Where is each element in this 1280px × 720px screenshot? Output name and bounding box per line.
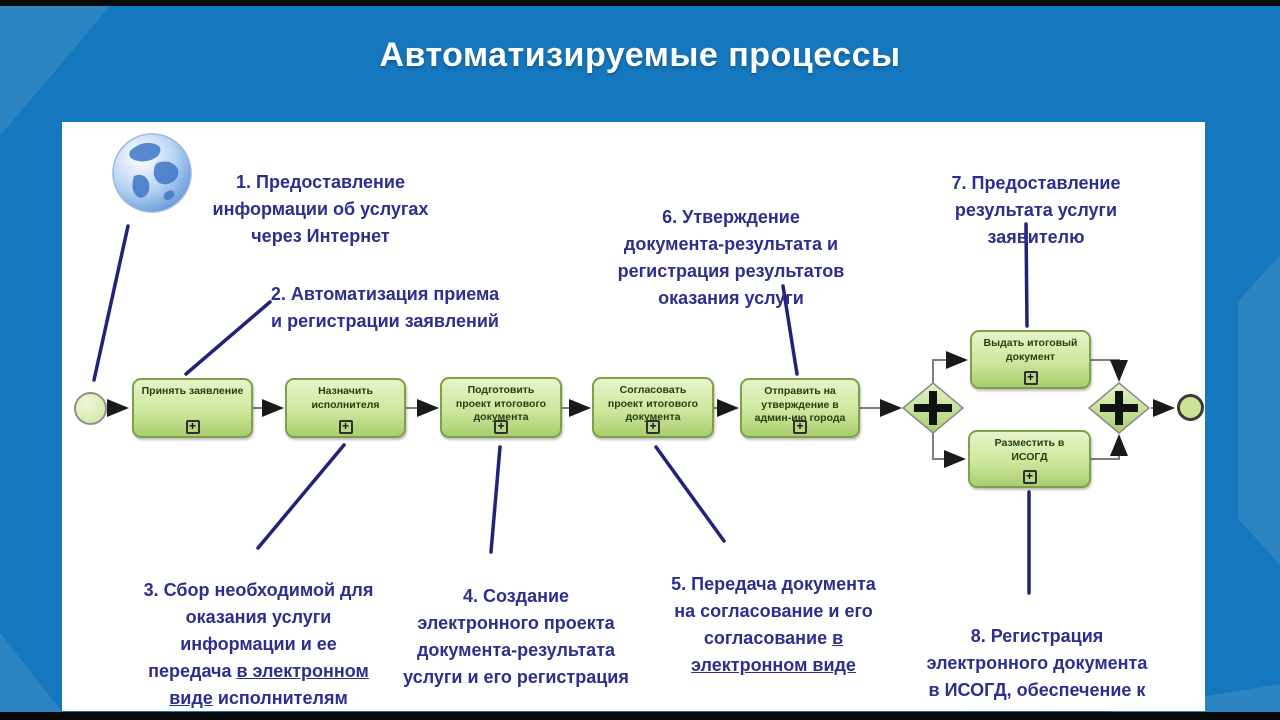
task-label: Подготовить проект итогового документа: [455, 384, 547, 424]
task-publish-isogd: Разместить в ИСОГД +: [968, 430, 1091, 488]
task-label: Согласовать проект итогового документа: [607, 384, 699, 424]
annotation-text: 1. Предоставление информации об услугах …: [212, 172, 429, 246]
parallel-gateway-split: [901, 382, 965, 434]
annotation-text: 8. Регистрация электронного документа в …: [926, 626, 1148, 720]
task-label: Назначить исполнителя: [311, 385, 380, 411]
annotation-text: 7. Предоставление результата услуги заяв…: [951, 173, 1121, 247]
subprocess-expand-icon: +: [494, 420, 508, 434]
task-assign-executor: Назначить исполнителя +: [285, 378, 406, 438]
plus-glyph: +: [341, 419, 349, 433]
task-label: Выдать итоговый документ: [983, 337, 1078, 363]
task-label: Отправить на утверждение в админ-ию горо…: [754, 385, 846, 425]
plus-glyph: +: [188, 419, 196, 433]
plus-glyph: +: [649, 419, 657, 433]
annotation-1: 1. Предоставление информации об услугах …: [198, 142, 443, 250]
top-black-bar: [0, 0, 1280, 6]
subprocess-expand-icon: +: [1023, 370, 1038, 385]
task-prepare-draft: Подготовить проект итогового документа +: [440, 377, 562, 438]
task-label: Принять заявление: [141, 385, 244, 397]
annotation-text: 6. Утверждение документа-результата и ре…: [617, 207, 845, 308]
bottom-black-bar: [0, 712, 1280, 720]
annotation-3: 3. Сбор необходимой для оказания услуги …: [126, 550, 391, 712]
annotation-2: 2. Автоматизация приема и регистрации за…: [250, 254, 520, 335]
annotation-4: 4. Создание электронного проекта докумен…: [386, 556, 646, 691]
plus-icon: [914, 391, 952, 425]
task-approve-draft: Согласовать проект итогового документа +: [592, 377, 714, 438]
annotation-text: 3. Сбор необходимой для оказания услуги …: [143, 580, 374, 681]
subprocess-expand-icon: +: [646, 420, 660, 434]
subprocess-expand-icon: +: [1022, 469, 1037, 484]
plus-glyph: +: [796, 419, 804, 433]
annotation-6: 6. Утверждение документа-результата и ре…: [596, 177, 866, 312]
annotation-underlined-text: в: [832, 628, 844, 648]
annotation-7: 7. Предоставление результата услуги заяв…: [901, 143, 1171, 251]
plus-glyph: +: [497, 419, 505, 433]
parallel-gateway-join: [1087, 382, 1151, 434]
task-label: Разместить в ИСОГД: [994, 437, 1065, 463]
plus-icon: [1100, 391, 1138, 425]
annotation-8: 8. Регистрация электронного документа в …: [891, 596, 1183, 720]
start-event-circle: [74, 392, 107, 425]
task-issue-final-document: Выдать итоговый документ +: [970, 330, 1091, 389]
task-accept-application: Принять заявление +: [132, 378, 253, 438]
subprocess-expand-icon: +: [185, 419, 200, 434]
end-event-circle: [1177, 394, 1204, 421]
decorative-shape: [0, 632, 62, 712]
annotation-5: 5. Передача документа на согласование и …: [646, 544, 901, 679]
subprocess-expand-icon: +: [793, 420, 807, 434]
globe-icon: [112, 133, 192, 213]
annotation-underlined-text: в электронном: [236, 661, 369, 681]
annotation-underlined-text: электронном виде: [691, 655, 856, 675]
annotation-text: 4. Создание электронного проекта докумен…: [403, 586, 629, 687]
annotation-text: 5. Передача документа на согласование и …: [671, 574, 876, 648]
plus-glyph: +: [1026, 370, 1034, 384]
decorative-shape: [1238, 255, 1280, 565]
plus-glyph: +: [1025, 469, 1033, 483]
subprocess-expand-icon: +: [338, 419, 353, 434]
slide-title: Автоматизируемые процессы: [379, 36, 901, 74]
task-send-for-approval: Отправить на утверждение в админ-ию горо…: [740, 378, 860, 438]
annotation-underlined-text: виде: [169, 688, 213, 708]
annotation-text: 2. Автоматизация приема и регистрации за…: [270, 284, 500, 331]
annotation-text: исполнителям: [212, 688, 348, 708]
